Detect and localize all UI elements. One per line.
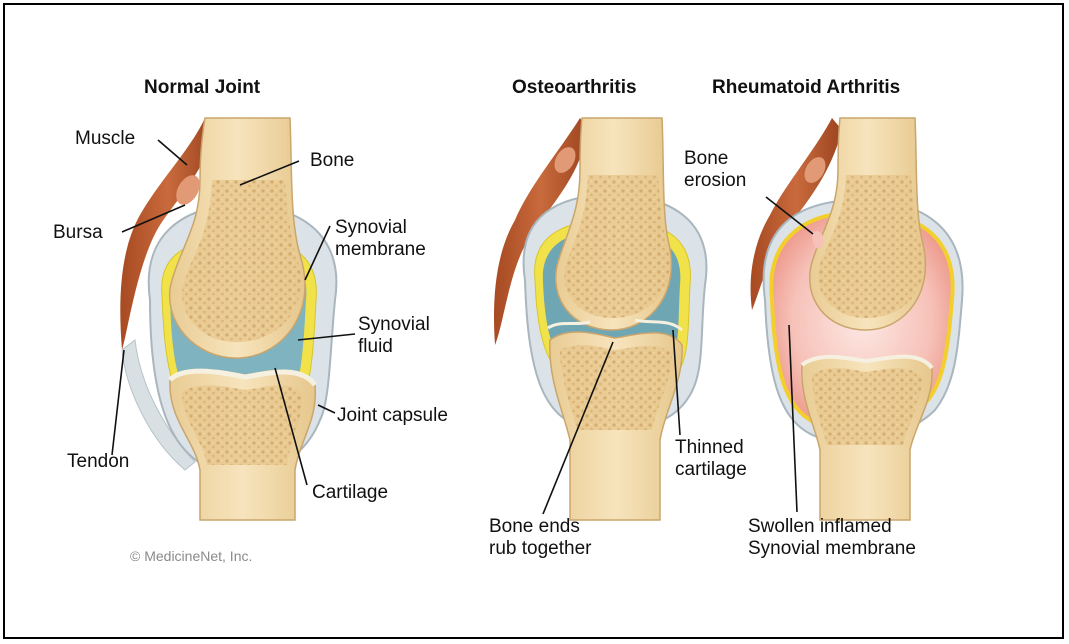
label-swollen-synovial-membrane: Swollen inflamed Synovial membrane — [748, 516, 916, 560]
copyright-notice: © MedicineNet, Inc. — [130, 548, 252, 564]
lower-bone-spongy — [560, 345, 672, 430]
label-tendon: Tendon — [67, 451, 129, 473]
label-synovial-membrane: Synovial membrane — [335, 217, 426, 261]
label-bone-ends: Bone ends rub together — [489, 516, 591, 560]
normal-joint-illustration — [120, 118, 336, 520]
label-joint-capsule: Joint capsule — [337, 405, 448, 427]
label-bone: Bone — [310, 150, 354, 172]
title-osteoarthritis: Osteoarthritis — [512, 77, 637, 99]
label-bursa: Bursa — [53, 222, 103, 244]
lower-bone-spongy — [812, 368, 922, 445]
rheumatoid-arthritis-illustration — [751, 118, 963, 520]
label-cartilage: Cartilage — [312, 482, 388, 504]
upper-bone-spongy — [818, 175, 923, 318]
label-muscle: Muscle — [75, 128, 135, 150]
label-thinned-cartilage: Thinned cartilage — [675, 437, 747, 481]
label-synovial-fluid: Synovial fluid — [358, 314, 430, 358]
title-rheumatoid-arthritis: Rheumatoid Arthritis — [712, 77, 900, 99]
label-bone-erosion: Bone erosion — [684, 148, 746, 192]
title-normal-joint: Normal Joint — [144, 77, 260, 99]
